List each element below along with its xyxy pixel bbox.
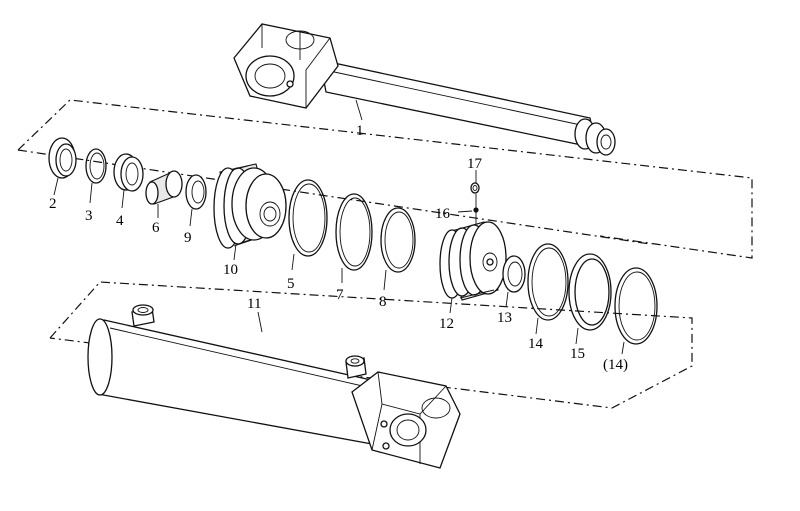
callout-14b: (14) — [603, 357, 628, 373]
callout-2: 2 — [49, 196, 57, 212]
part-1-piston-rod — [233, 23, 616, 156]
leader-12 — [449, 297, 453, 314]
part-7-backup-ring — [335, 193, 373, 271]
part-10-gland-head — [213, 163, 287, 249]
part-9-seal-ring — [185, 174, 207, 210]
part-2-wiper-seal — [48, 137, 77, 179]
callout-1: 1 — [356, 123, 364, 139]
leader-14 — [535, 317, 539, 335]
callout-17: 17 — [467, 156, 483, 172]
leader-1 — [355, 99, 363, 121]
leader-16 — [457, 210, 473, 213]
part-5-o-ring — [288, 179, 328, 257]
callout-4: 4 — [116, 213, 124, 229]
leader-9 — [189, 208, 193, 227]
callout-7: 7 — [336, 287, 344, 303]
part-12-piston — [439, 221, 507, 301]
part-14-guide-ring-second — [614, 267, 658, 345]
leader-14b — [621, 341, 625, 355]
assembly-outline-lower — [49, 281, 693, 409]
leader-2 — [53, 177, 59, 196]
leader-15 — [575, 327, 579, 345]
callout-8: 8 — [379, 294, 387, 310]
part-13-o-ring — [502, 255, 526, 293]
callout-15: 15 — [570, 346, 585, 362]
callout-10: 10 — [223, 262, 238, 278]
part-14-guide-ring — [527, 243, 569, 321]
leader-5 — [291, 253, 295, 271]
part-15-piston-seal — [568, 253, 612, 331]
leader-8 — [383, 269, 387, 291]
callout-11: 11 — [247, 296, 261, 312]
part-17-set-screw — [470, 182, 480, 194]
callout-5: 5 — [287, 276, 295, 292]
callout-12: 12 — [439, 316, 454, 332]
leader-13 — [505, 291, 509, 308]
callout-6: 6 — [152, 220, 160, 236]
part-11-cylinder-barrel — [87, 304, 461, 469]
assembly-outline-upper-lower-edge — [17, 149, 651, 245]
leader-10 — [233, 243, 237, 261]
part-6-guide-bush — [145, 170, 183, 205]
leader-4 — [121, 189, 125, 209]
callout-16: 16 — [435, 206, 451, 222]
callout-14: 14 — [528, 336, 544, 352]
callout-3: 3 — [85, 208, 93, 224]
leader-11 — [257, 311, 263, 333]
part-8-seal — [380, 207, 416, 273]
callout-9: 9 — [184, 230, 192, 246]
callout-13: 13 — [497, 310, 512, 326]
leader-3 — [89, 182, 93, 204]
part-4-rod-seal — [113, 153, 144, 192]
part-3-snap-ring — [85, 148, 107, 184]
